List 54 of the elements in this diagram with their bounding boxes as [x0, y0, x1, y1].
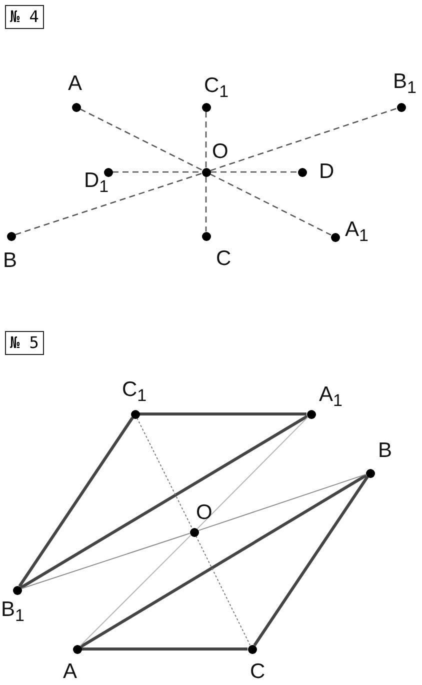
point-dot: [298, 168, 306, 176]
point-dot: [72, 644, 82, 654]
point-label: C: [250, 661, 266, 682]
point-label: O: [196, 502, 212, 523]
line-segment: [80, 534, 192, 646]
point-label: A: [63, 661, 78, 682]
point-dot: [72, 102, 80, 112]
point-dot: [104, 168, 112, 176]
point-label: B: [378, 440, 392, 461]
line-segment: [253, 476, 369, 646]
point-dot: [190, 528, 198, 536]
line-segment: [196, 416, 308, 530]
point-label: B$_{1}$: [393, 71, 416, 98]
point-dot: [130, 410, 140, 418]
point-label: A$_{1}$: [319, 384, 342, 411]
line-segment: [210, 171, 298, 173]
line-segment: [15, 172, 202, 236]
point-dot: [330, 232, 340, 242]
line-segment: [205, 176, 207, 232]
line-segment: [198, 474, 366, 532]
line-segment: [18, 416, 134, 588]
exercise-number: № 4: [5, 5, 44, 29]
line-segment: [210, 108, 397, 172]
point-dot: [306, 410, 316, 418]
point-dot: [12, 586, 22, 594]
line-segment: [80, 108, 202, 171]
point-dot: [6, 232, 16, 240]
point-dot: [366, 468, 374, 478]
line-segment: [196, 536, 250, 646]
line-segment: [136, 418, 192, 528]
point-label: D: [319, 161, 334, 182]
point-label: C$_{1}$: [122, 379, 147, 406]
point-label: C: [216, 248, 232, 269]
line-segment: [140, 412, 306, 416]
point-label: D$_{1}$: [84, 170, 109, 197]
line-segment: [80, 474, 367, 648]
point-dot: [248, 644, 256, 654]
point-dot: [202, 102, 210, 112]
point-label: A$_{1}$: [345, 219, 368, 246]
point-label: B$_{1}$: [1, 599, 24, 626]
line-segment: [205, 112, 207, 168]
line-segment: [210, 173, 332, 236]
line-segment: [20, 532, 190, 590]
point-label: C$_{1}$: [204, 75, 229, 102]
point-dot: [396, 102, 406, 112]
line-segment: [82, 648, 248, 650]
line-segment: [112, 171, 202, 173]
point-label: O: [212, 141, 228, 162]
line-segment: [20, 415, 308, 589]
point-dot: [202, 168, 210, 176]
exercise-number: № 5: [5, 331, 44, 355]
point-dot: [202, 232, 210, 240]
point-label: B: [3, 250, 18, 271]
point-label: A: [68, 73, 82, 94]
